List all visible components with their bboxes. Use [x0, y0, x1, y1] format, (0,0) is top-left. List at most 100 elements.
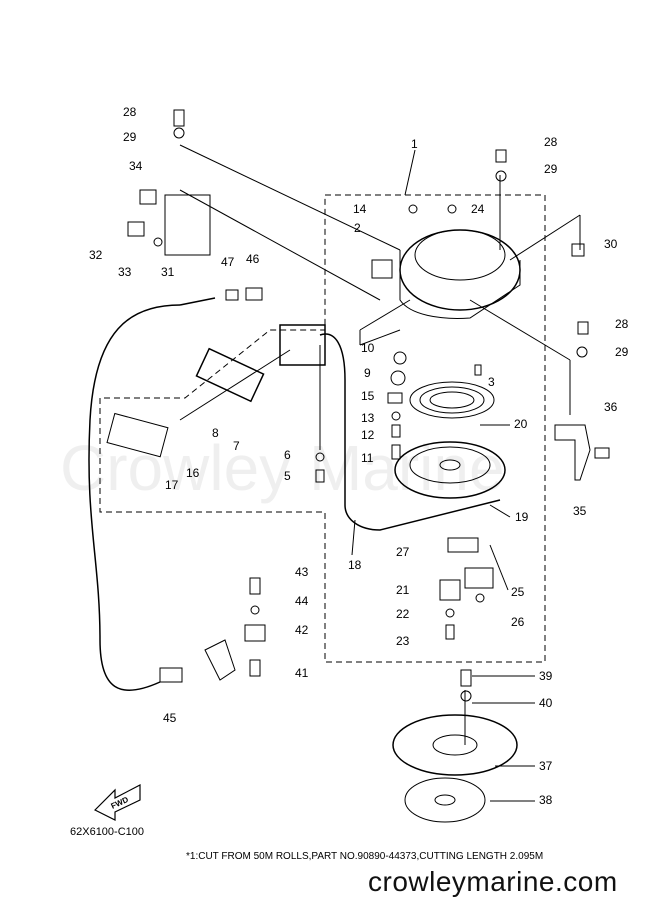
bolt-32 [128, 222, 144, 236]
callout-30: 30 [604, 237, 618, 251]
callout-leader [477, 545, 486, 760]
bracket-31 [165, 195, 210, 255]
spiral-spring-20 [410, 382, 494, 418]
cable-45 [89, 305, 180, 690]
clip-bracket [205, 640, 235, 680]
callout-40: 40 [539, 696, 553, 710]
callout-43: 43 [295, 565, 309, 579]
bolt-34 [140, 190, 156, 204]
callout-13: 13 [361, 411, 375, 425]
callout-35: 35 [573, 504, 587, 518]
callout-39: 39 [539, 669, 553, 683]
washer-29-lower [577, 347, 587, 357]
callout-5: 5 [284, 469, 291, 483]
callout-38: 38 [539, 793, 553, 807]
plate-37 [393, 715, 517, 775]
callout-leader [405, 150, 415, 195]
starter-cover-body [400, 250, 520, 318]
bolt-28-right [496, 150, 506, 162]
washer-6 [316, 453, 324, 461]
cable-end [180, 298, 215, 305]
callout-26: 26 [511, 615, 525, 629]
leader-line [360, 300, 410, 330]
callout-34: 34 [129, 159, 143, 173]
starter-cover [400, 230, 520, 310]
collar-10 [394, 352, 406, 364]
callout-29: 29 [123, 130, 137, 144]
website-url: crowleymarine.com [368, 866, 618, 897]
callout-2: 2 [354, 221, 361, 235]
callout-17: 17 [165, 478, 179, 492]
bolt-43 [250, 578, 260, 594]
callout-33: 33 [118, 265, 132, 279]
callout-45: 45 [163, 711, 177, 725]
fwd-arrow-icon: FWD [95, 785, 140, 820]
leader-line [510, 215, 580, 260]
leader-line [360, 330, 400, 345]
cable-end-45 [160, 668, 182, 682]
callout-29: 29 [615, 345, 629, 359]
callout-31: 31 [161, 265, 175, 279]
washer-22 [446, 609, 454, 617]
callout-28: 28 [544, 135, 558, 149]
callout-8: 8 [212, 426, 219, 440]
cover-bracket-2 [372, 260, 392, 278]
callout-32: 32 [89, 248, 103, 262]
callout-1: 1 [411, 137, 418, 151]
bolt-23 [446, 625, 454, 639]
nut-14 [409, 205, 417, 213]
bolt-36 [595, 448, 609, 458]
rope-8 [180, 350, 290, 420]
washer-29 [174, 128, 184, 138]
callout-22: 22 [396, 607, 410, 621]
cap-30 [572, 244, 584, 256]
callout-14: 14 [353, 202, 367, 216]
callout-28: 28 [123, 105, 137, 119]
bolt-39 [461, 670, 471, 686]
callout-44: 44 [295, 594, 309, 608]
starter-cover-top [415, 230, 505, 280]
callout-41: 41 [295, 666, 309, 680]
diagram-code: 62X6100-C100 [70, 826, 145, 838]
callout-16: 16 [186, 466, 200, 480]
collar-46 [246, 288, 262, 300]
callout-25: 25 [511, 585, 525, 599]
collar-41 [250, 660, 260, 676]
callout-28: 28 [615, 317, 629, 331]
handle-7 [196, 349, 263, 402]
spring-47 [226, 290, 238, 300]
pin-3 [475, 365, 481, 375]
callout-7: 7 [233, 439, 240, 453]
callout-29: 29 [544, 162, 558, 176]
drive-pawl-25 [465, 568, 493, 588]
spiral-spring-core [430, 392, 474, 408]
callout-leader [490, 505, 510, 517]
callout-36: 36 [604, 400, 618, 414]
drive-plate-21 [440, 580, 460, 600]
clamp-42 [245, 625, 265, 641]
callout-42: 42 [295, 623, 309, 637]
washer-29-right [496, 171, 506, 181]
callout-leader [352, 520, 355, 555]
washer-33 [154, 238, 162, 246]
callout-27: 27 [396, 545, 410, 559]
spring-9 [391, 371, 405, 385]
washer-13 [392, 412, 400, 420]
bolt-28-lower [578, 322, 588, 334]
leader-line [180, 190, 380, 300]
spiral-spring-inner [420, 387, 484, 413]
spring-26 [476, 594, 484, 602]
bracket-17 [107, 414, 168, 457]
grip-4 [280, 325, 325, 365]
callout-11: 11 [361, 451, 374, 465]
bolt-12 [392, 425, 400, 437]
callout-15: 15 [361, 389, 375, 403]
cable-18 [320, 334, 500, 530]
callout-9: 9 [364, 366, 371, 380]
callout-24: 24 [471, 202, 485, 216]
bracket-35 [555, 425, 590, 480]
washer-40 [461, 691, 471, 701]
leader-line [180, 145, 400, 250]
callout-20: 20 [514, 417, 528, 431]
